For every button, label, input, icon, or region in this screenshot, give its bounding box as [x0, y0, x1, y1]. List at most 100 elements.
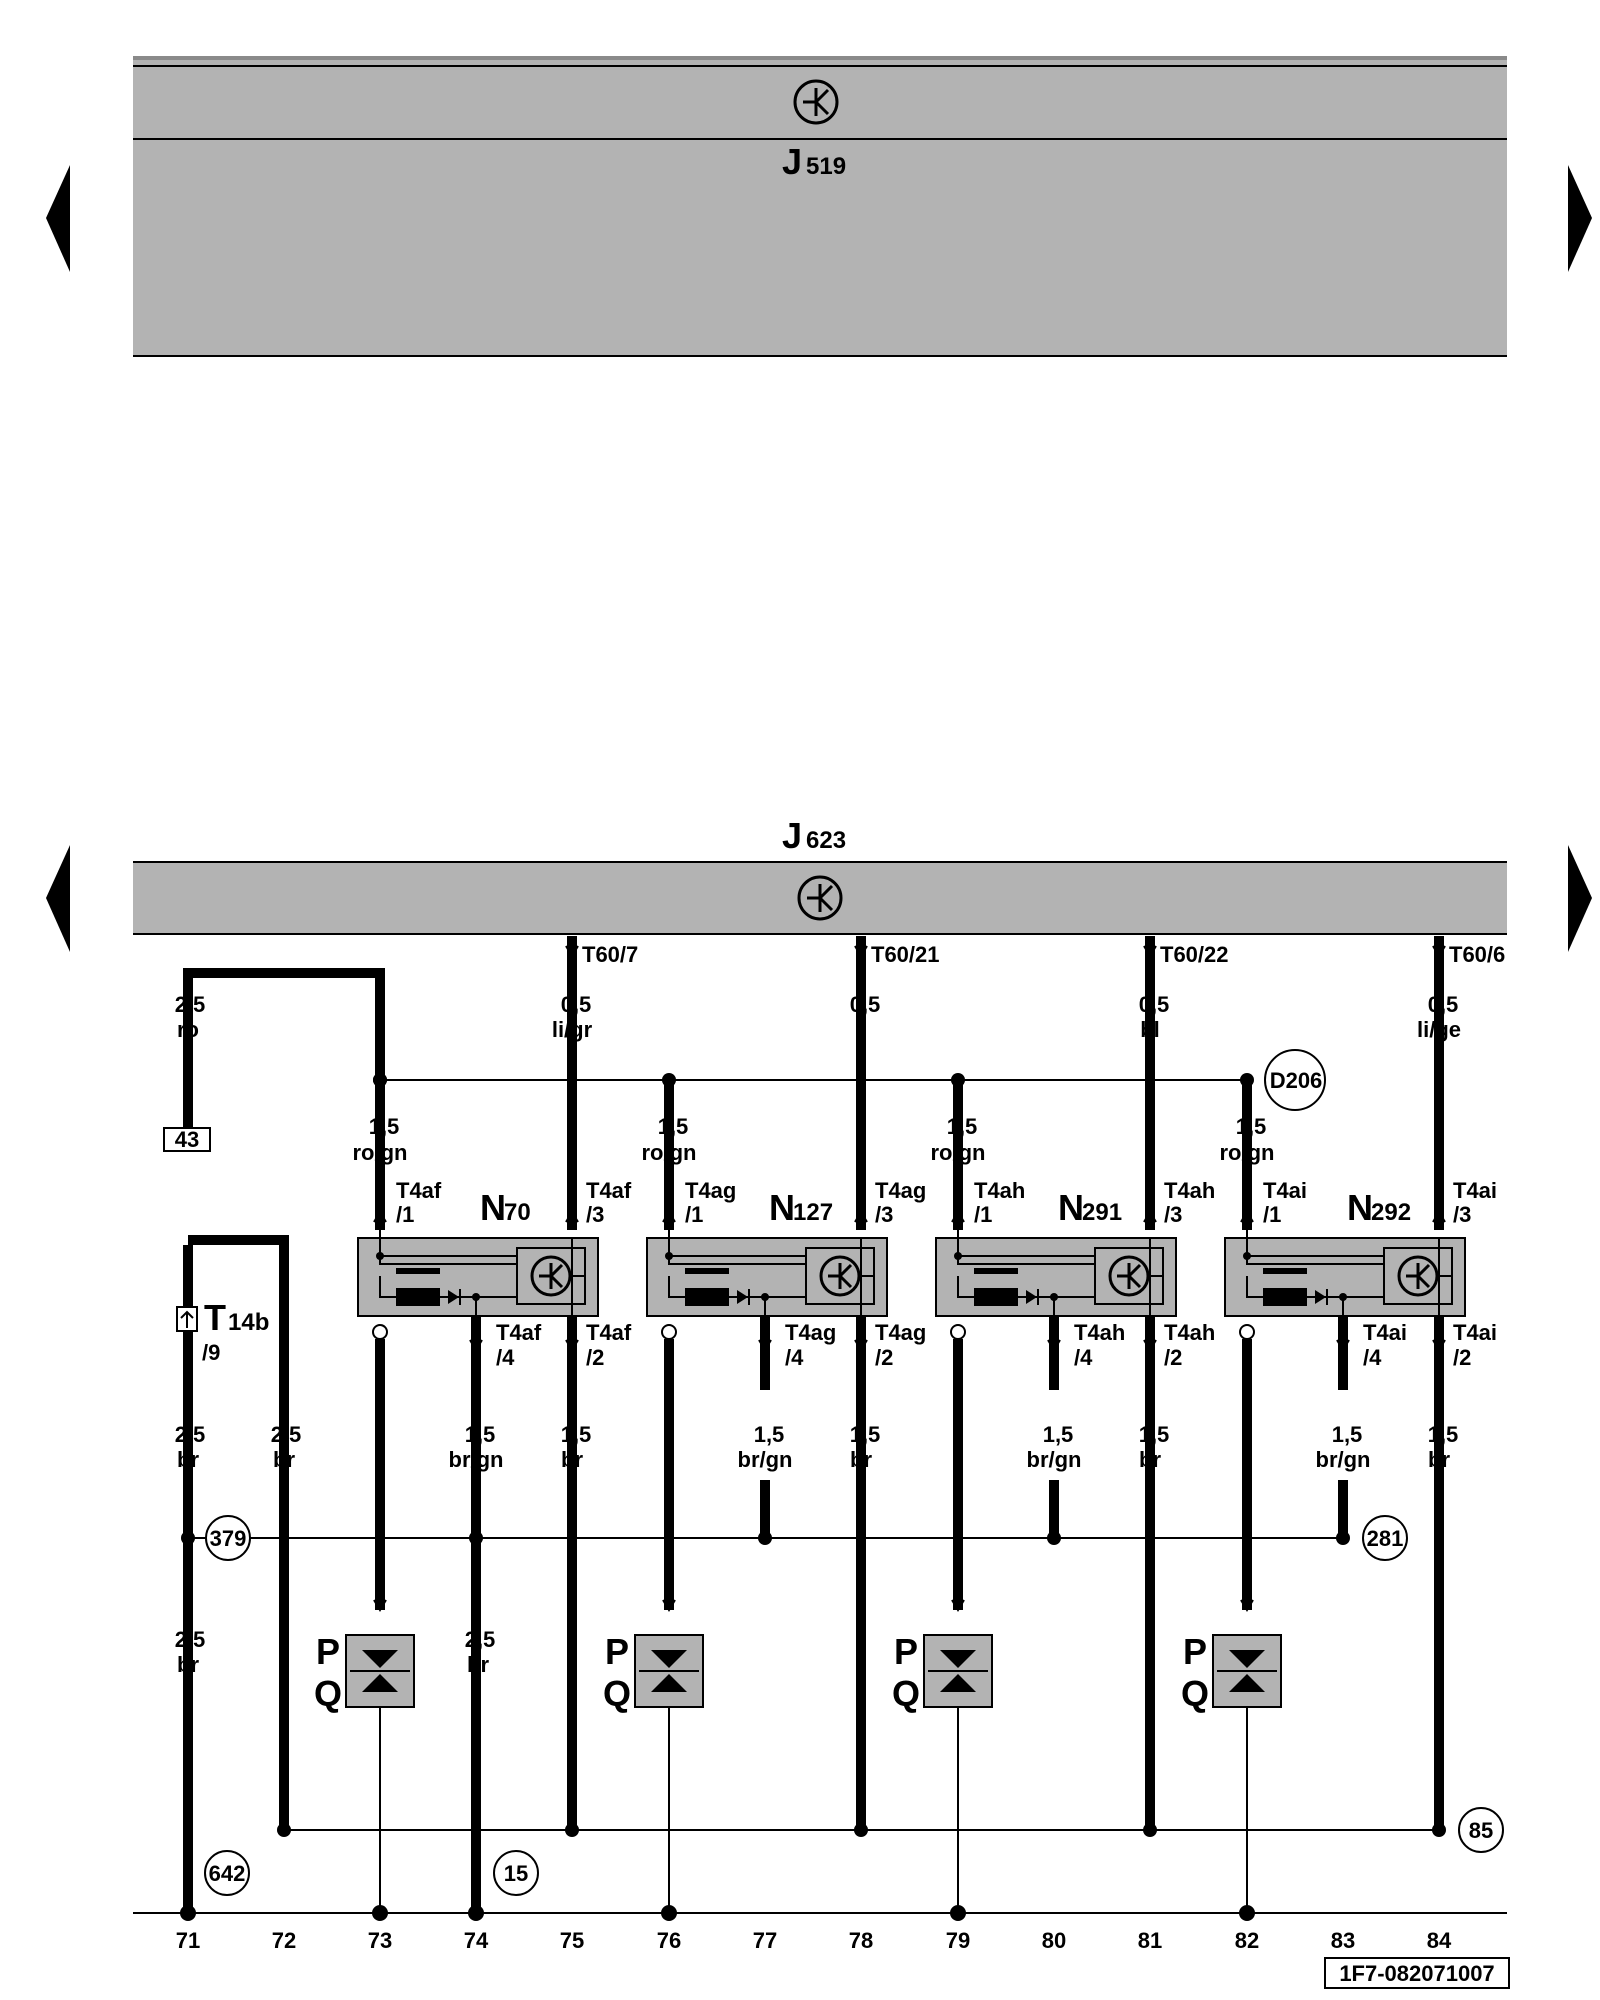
electronic-symbol-icon: [797, 875, 843, 921]
wire-color: ro/gn: [353, 1140, 408, 1165]
pin-label: /4: [496, 1345, 515, 1370]
pin-label: /3: [1453, 1202, 1471, 1227]
pin-label: /4: [1363, 1345, 1382, 1370]
wire-color: li/ge: [1417, 1017, 1461, 1042]
wire-size: 0,5: [1139, 992, 1170, 1017]
ecu-pin-label: T60/7: [582, 942, 638, 967]
connector-label: T4ag: [875, 1320, 926, 1345]
prev-page-arrow-lower[interactable]: [46, 845, 70, 952]
j623-sub: 623: [806, 827, 846, 854]
valve-4: 1,5ro/gnT60/60,5li/geT4ai/1T4ai/3N292T4a…: [1181, 936, 1505, 1921]
wire-size: 1,5: [1332, 1422, 1363, 1447]
connector-label: T4ai: [1363, 1320, 1407, 1345]
wire-color: br/gn: [449, 1447, 504, 1472]
pin-label: /3: [586, 1202, 604, 1227]
svg-text:85: 85: [1469, 1818, 1493, 1843]
pin-label: /1: [685, 1202, 703, 1227]
valve-name: N: [1347, 1187, 1373, 1228]
valve-3: 1,5ro/gnT60/220,5blT4ah/1T4ah/3N291T4ah/…: [892, 936, 1229, 1921]
connector-label: T4ah: [1164, 1320, 1215, 1345]
wire-size: 2,5: [271, 1422, 302, 1447]
wire-color: ro/gn: [1220, 1140, 1275, 1165]
junction-85: 85: [1458, 1807, 1504, 1853]
j519-label: J: [782, 141, 802, 182]
junction-642: 642: [204, 1850, 250, 1896]
wire-color: br: [177, 1652, 199, 1677]
track-number: 81: [1138, 1928, 1162, 1953]
wire-size: 0,5: [1428, 992, 1459, 1017]
pressure-sensor-pq: PQ: [1181, 1631, 1282, 1714]
wire-size: 0,5: [850, 992, 881, 1017]
pressure-sensor-pq: PQ: [892, 1631, 993, 1714]
wire-size: 1,5: [1428, 1422, 1459, 1447]
connector-label: T4ah: [1074, 1320, 1125, 1345]
pressure-sensor-pq: PQ: [314, 1631, 415, 1714]
wire-size: 2,5: [175, 1627, 206, 1652]
prev-page-arrow[interactable]: [46, 165, 70, 272]
wire-color: br/gn: [1027, 1447, 1082, 1472]
connector-label: T4ai: [1453, 1178, 1497, 1203]
junction-d206: D206: [1264, 1049, 1326, 1111]
connector-label: T4af: [586, 1320, 632, 1345]
connector-label: T4ag: [685, 1178, 736, 1203]
pin-label: /2: [586, 1345, 604, 1370]
j623-label: J: [782, 815, 802, 856]
valve-sub: 70: [504, 1199, 531, 1226]
connector-label: T4af: [396, 1178, 442, 1203]
pin-label: /3: [875, 1202, 893, 1227]
pin-label: /3: [1164, 1202, 1182, 1227]
track-number: 80: [1042, 1928, 1066, 1953]
wire-color: ro/gn: [642, 1140, 697, 1165]
ecu-pin-label: T60/22: [1160, 942, 1229, 967]
pq-label-p: P: [605, 1631, 629, 1672]
wire-size: 2,5: [175, 992, 206, 1017]
valve-1: 1,5ro/gnT60/70,5li/grT4af/1T4af/3N70T4af…: [314, 936, 638, 1921]
valve-sub: 291: [1082, 1199, 1122, 1226]
next-page-arrow-lower[interactable]: [1568, 845, 1592, 952]
wire-color: ro/gn: [931, 1140, 986, 1165]
junction-379: 379: [205, 1515, 251, 1561]
document-id: 1F7-082071007: [1324, 1957, 1510, 1989]
electronic-symbol-icon: [793, 79, 839, 125]
wire-color: li: [855, 1017, 867, 1042]
control-unit-j519: J 519: [133, 56, 1507, 357]
pq-label-q: Q: [892, 1673, 920, 1714]
svg-text:14b: 14b: [228, 1309, 269, 1336]
connector-label: T4ai: [1453, 1320, 1497, 1345]
pq-label-q: Q: [314, 1673, 342, 1714]
valve-name: N: [480, 1187, 506, 1228]
track-number: 72: [272, 1928, 296, 1953]
pin-label: /1: [1263, 1202, 1281, 1227]
wire-size: 2,5: [465, 1627, 496, 1652]
track-number: 76: [657, 1928, 681, 1953]
valves: 1,5ro/gnT60/70,5li/grT4af/1T4af/3N70T4af…: [314, 936, 1505, 1921]
ecu-pin-label: T60/21: [871, 942, 940, 967]
track-number: 82: [1235, 1928, 1259, 1953]
electronic-symbol-icon: [819, 1255, 861, 1297]
svg-text:379: 379: [210, 1526, 247, 1551]
track-number: 73: [368, 1928, 392, 1953]
reference-box: 43: [163, 1127, 211, 1152]
wire-size: 1,5: [658, 1114, 689, 1139]
track-number: 77: [753, 1928, 777, 1953]
pin-label: /1: [974, 1202, 992, 1227]
wire-color: br/gn: [1316, 1447, 1371, 1472]
electronic-symbol-icon: [530, 1255, 572, 1297]
electronic-symbol-icon: [1108, 1255, 1150, 1297]
connector-t14b: T 14b /9: [176, 1297, 269, 1365]
wire-color: li/gr: [552, 1017, 593, 1042]
next-page-arrow[interactable]: [1568, 165, 1592, 272]
wire-color: br/gn: [738, 1447, 793, 1472]
valve-2: 1,5ro/gnT60/210,5liT4ag/1T4ag/3N127T4ag/…: [603, 936, 940, 1921]
svg-text:1F7-082071007: 1F7-082071007: [1339, 1961, 1494, 1986]
wire-size: 1,5: [465, 1422, 496, 1447]
wire-size: 1,5: [1236, 1114, 1267, 1139]
wire-size: 1,5: [947, 1114, 978, 1139]
pq-label-p: P: [1183, 1631, 1207, 1672]
pressure-sensor-pq: PQ: [603, 1631, 704, 1714]
svg-text:D206: D206: [1270, 1068, 1323, 1093]
valve-name: N: [1058, 1187, 1084, 1228]
junction-281: 281: [1362, 1515, 1408, 1561]
